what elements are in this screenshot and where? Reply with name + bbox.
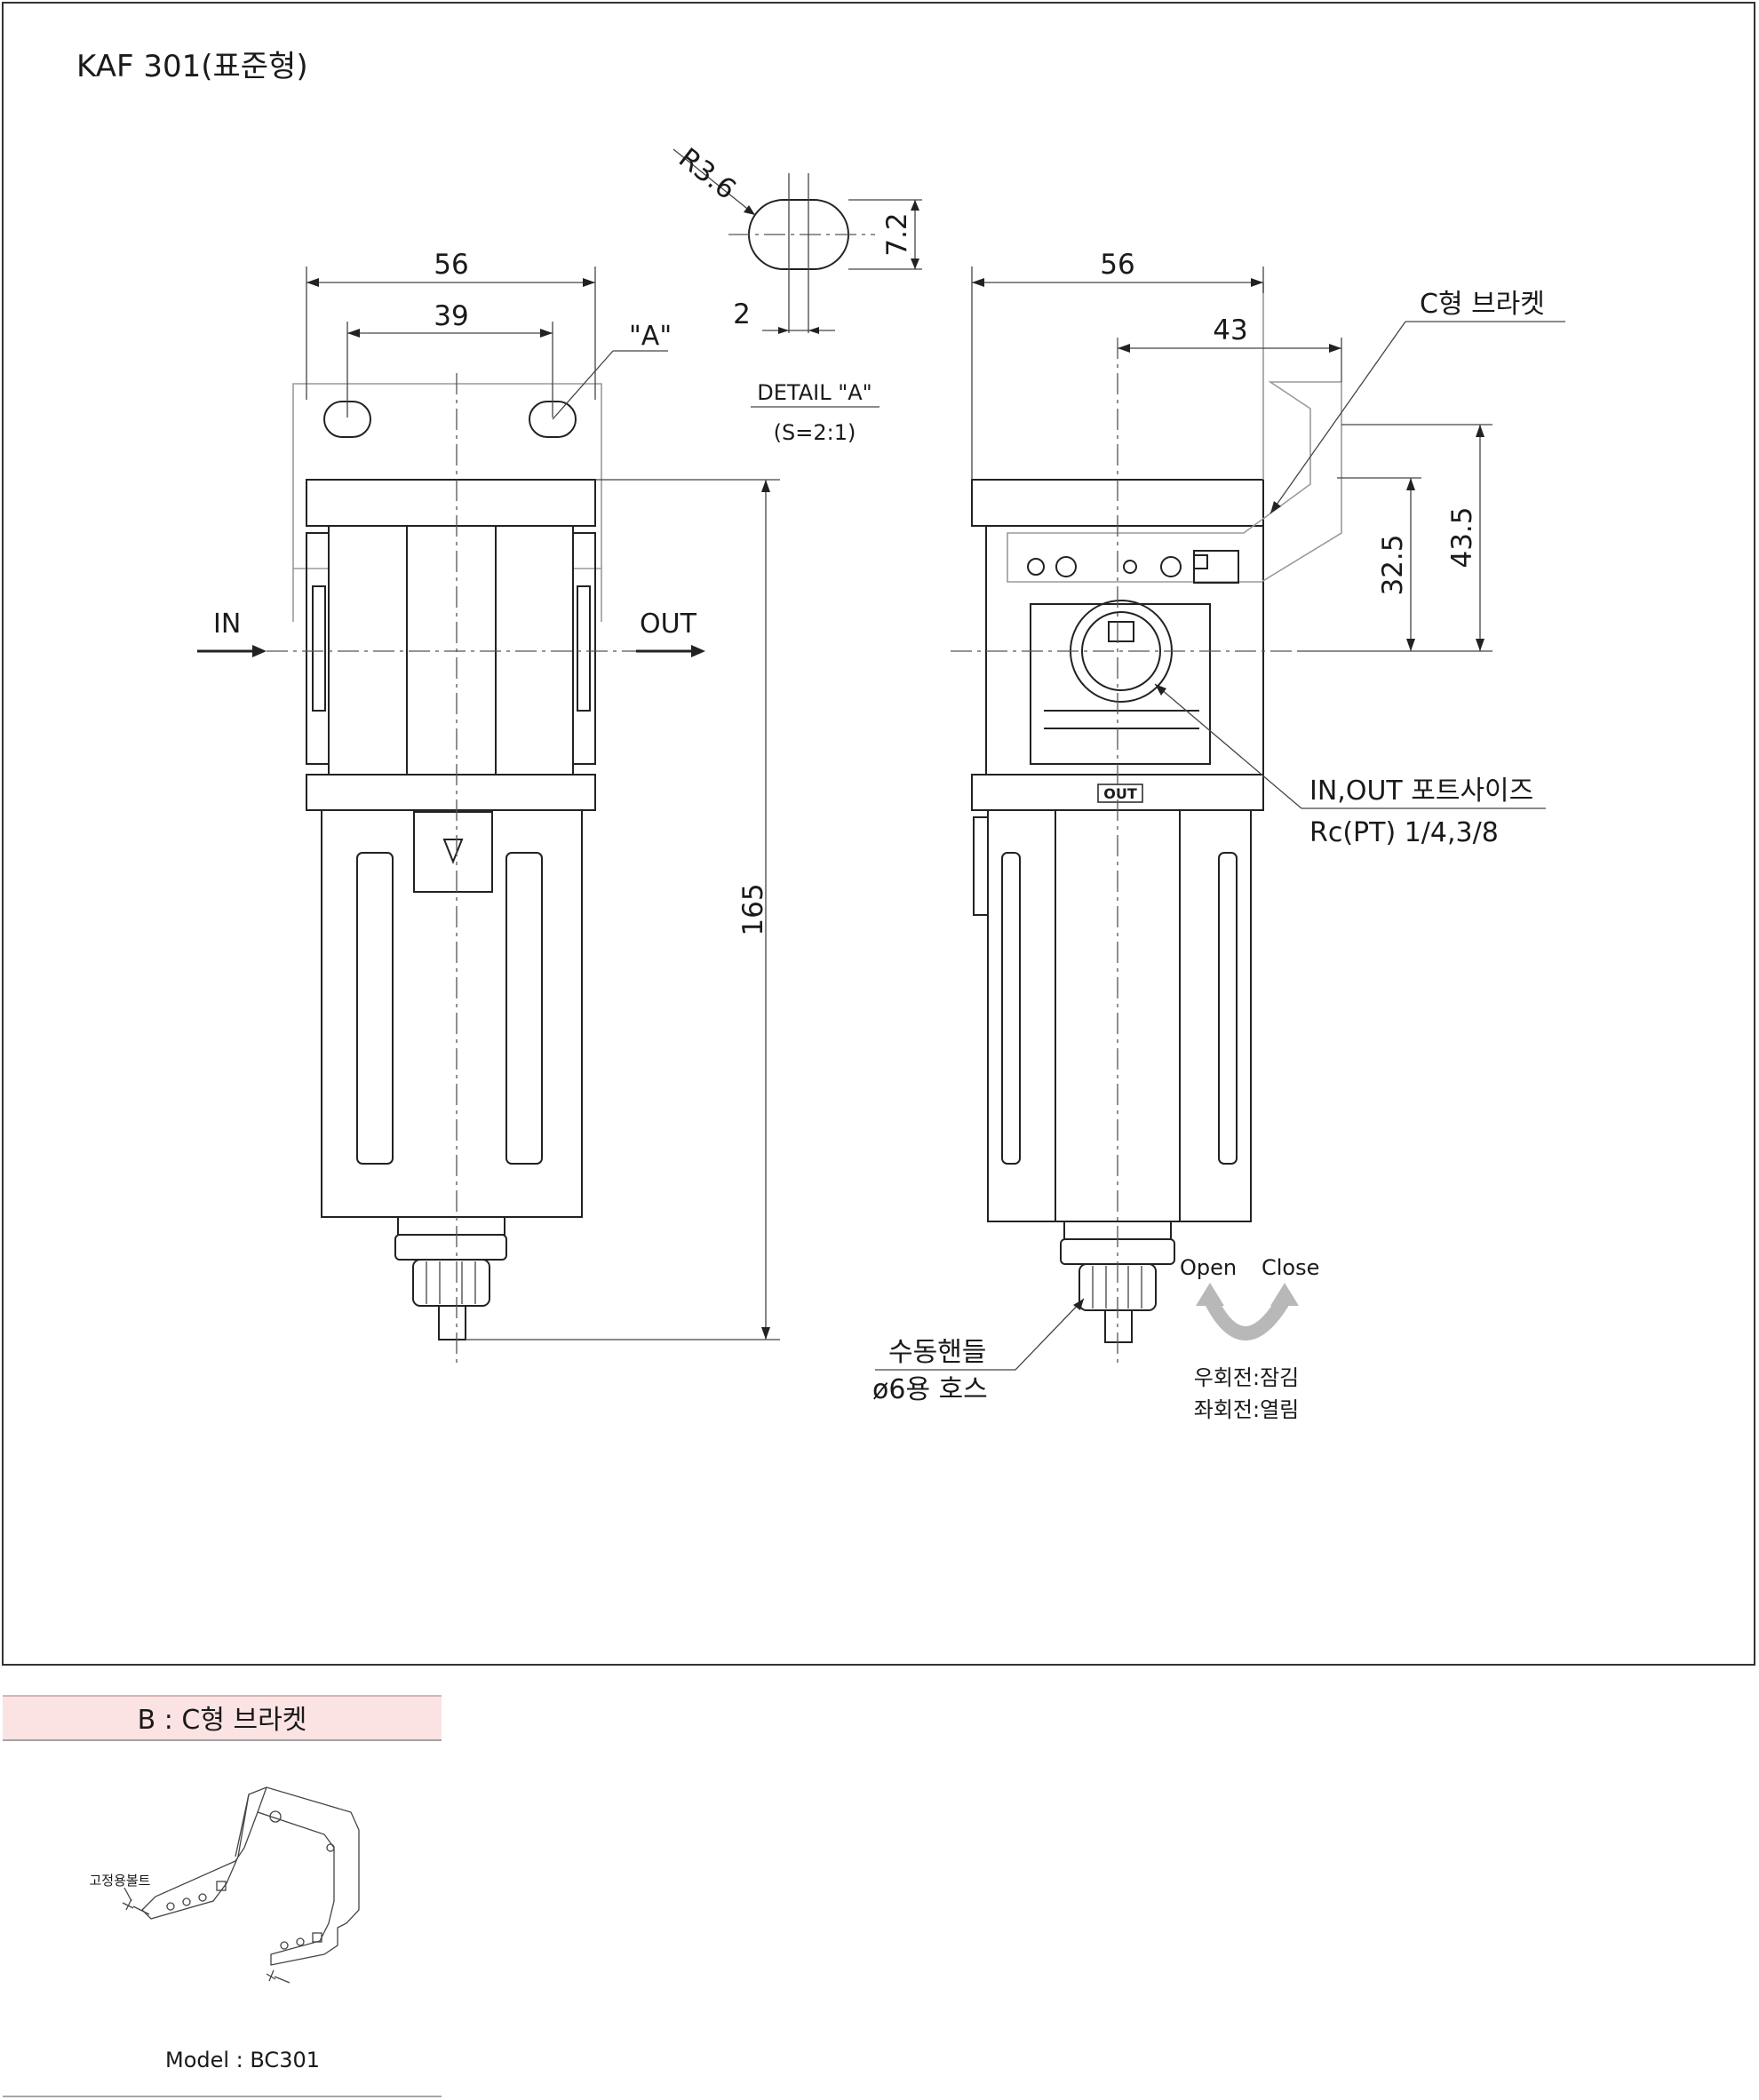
- front-dim-39: 39: [434, 300, 468, 332]
- front-dim-56: 56: [434, 249, 468, 281]
- side-dim-32-5: 32.5: [1377, 534, 1409, 595]
- port-size-label: IN,OUT 포트사이즈: [1309, 776, 1533, 807]
- detail-a-callout: "A": [629, 321, 672, 352]
- open-label: Open: [1180, 1255, 1237, 1280]
- bolt-label: 고정용볼트: [89, 1873, 150, 1889]
- out-label: OUT: [640, 609, 697, 640]
- front-body: [328, 525, 574, 776]
- detail-scale: (S=2:1): [774, 420, 856, 445]
- front-drain-nut: [394, 1234, 507, 1261]
- front-top-cap: [306, 479, 596, 527]
- detail-a: 7.2 2 R3.6 DETAIL "A" (S=2:1): [673, 142, 922, 445]
- detail-dim-2: 2: [733, 298, 751, 330]
- front-port-in: [306, 532, 330, 765]
- side-port-inner: [1081, 611, 1161, 691]
- drawing-title: KAF 301(표준형): [76, 49, 308, 84]
- side-out-mark: [1097, 784, 1143, 803]
- side-dim-43-5: 43.5: [1446, 506, 1478, 568]
- front-hose-fitting: [438, 1305, 466, 1340]
- front-lower-ring: [306, 774, 596, 811]
- side-hose-fitting: [1104, 1309, 1133, 1343]
- out-arrow-icon: [691, 645, 705, 657]
- side-dim-43: 43: [1213, 314, 1247, 346]
- bracket-label: C형 브라켓: [1420, 289, 1545, 320]
- lock-arrow-icon: [442, 839, 464, 864]
- front-drain-knob: [412, 1259, 490, 1307]
- front-port-out: [572, 532, 596, 765]
- rotate-right-arrow-icon: [1270, 1283, 1299, 1306]
- rotation-note-close: 우회전:잠김: [1194, 1365, 1300, 1390]
- detail-a-slot: [748, 199, 849, 270]
- model-label: Model : BC301: [165, 2048, 320, 2072]
- detail-dim-7-2: 7.2: [881, 212, 913, 256]
- section-b-header-bg: [3, 1696, 442, 1740]
- detail-title: DETAIL "A": [757, 380, 872, 405]
- bracket-illustration: [122, 1786, 360, 1984]
- port-size-value: Rc(PT) 1/4,3/8: [1309, 817, 1499, 848]
- in-arrow-icon: [252, 645, 267, 657]
- rotation-note-open: 좌회전:열림: [1194, 1397, 1300, 1422]
- front-view: IN OUT 56 39 "A" 165: [197, 249, 780, 1364]
- side-bowl-guard: [987, 809, 1252, 1222]
- front-bowl-guard: [321, 809, 583, 1218]
- svg-text:OUT: OUT: [1103, 785, 1137, 802]
- rotation-arc-icon: [1203, 1294, 1291, 1340]
- side-port-block: [1030, 603, 1211, 765]
- front-bowl-window-right: [505, 852, 543, 1165]
- front-bowl-window-left: [356, 852, 394, 1165]
- close-label: Close: [1262, 1255, 1319, 1280]
- drawing-frame: [2, 2, 1755, 1666]
- front-dim-165: 165: [737, 883, 769, 935]
- section-b-header: B : C형 브라켓: [138, 1705, 307, 1736]
- hose-label: ø6용 호스: [872, 1374, 988, 1405]
- handle-label: 수동핸들: [888, 1337, 986, 1368]
- in-label: IN: [213, 609, 241, 640]
- front-lock-tab: [413, 811, 493, 893]
- side-dim-56: 56: [1100, 249, 1134, 281]
- rotate-left-arrow-icon: [1196, 1283, 1224, 1306]
- side-view: OUT 56 43 C형 브라켓: [872, 249, 1565, 1422]
